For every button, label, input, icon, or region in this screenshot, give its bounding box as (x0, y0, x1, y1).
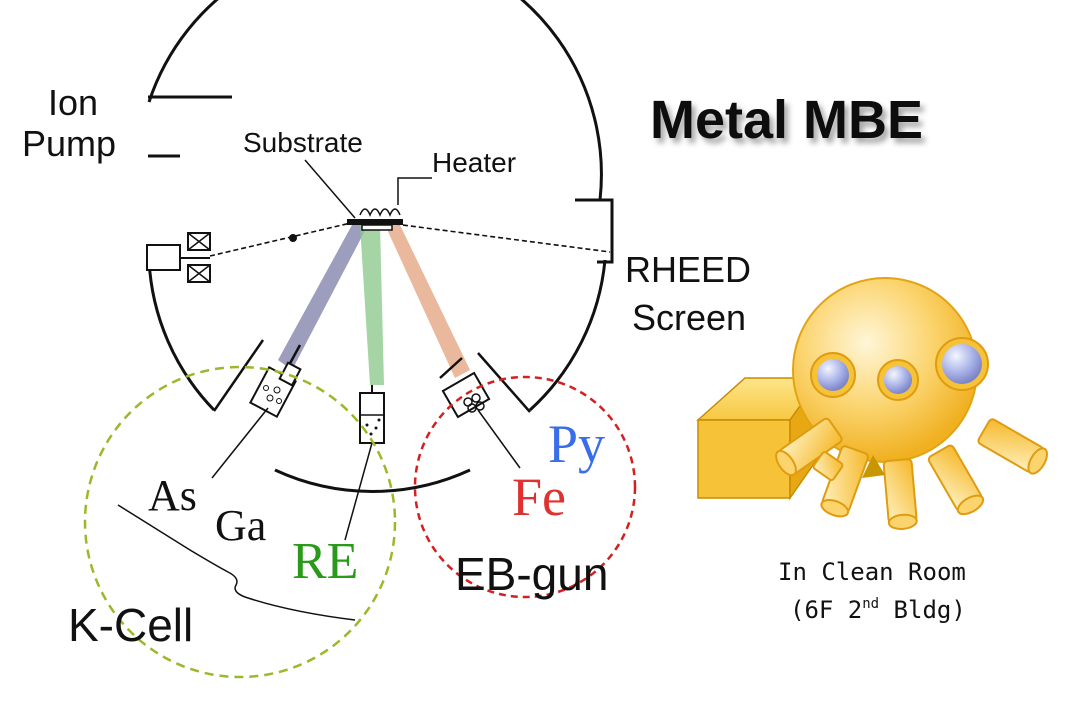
rheed-label-line2: Screen (632, 297, 746, 338)
shutter-arrow (862, 455, 885, 478)
clean-room-line2-sup: nd (862, 596, 879, 612)
rheed-beam-incident (209, 221, 356, 257)
re-label: RE (292, 533, 358, 590)
clean-room-label-line1: In Clean Room (778, 558, 966, 586)
fe-label: Fe (512, 467, 566, 527)
heater-leader (397, 177, 432, 205)
as-label: As (148, 471, 197, 520)
mbe-chamber (117, 0, 614, 621)
substrate-leader (304, 159, 356, 219)
substrate (347, 219, 403, 225)
fe-leader (477, 409, 521, 469)
eb-gun-label: EB-gun (455, 548, 608, 600)
k-cell-label: K-Cell (68, 599, 193, 651)
clean-room-line2-pre: (6F 2 (790, 596, 862, 624)
ion-pump-label-line2: Pump (22, 123, 116, 164)
electron-gun (146, 232, 211, 283)
k-cell-circle (83, 365, 397, 679)
k-cell-re-port (359, 385, 385, 444)
substrate-holder (361, 224, 393, 231)
py-label: Py (548, 414, 605, 474)
clean-room-label-line2: (6F 2nd Bldg) (790, 596, 966, 624)
heater-label: Heater (432, 147, 516, 178)
rheed-label-line1: RHEED (625, 249, 751, 290)
heater-coil (359, 208, 401, 217)
rheed-beam-diffracted (394, 223, 611, 253)
ion-pump-label-line1: Ion (48, 82, 98, 123)
viewport-windows (810, 337, 989, 401)
beam-ga (278, 225, 368, 370)
rheed-port (575, 198, 614, 264)
beam-re (360, 225, 384, 385)
substrate-label: Substrate (243, 127, 363, 158)
chamber-bottom-arc (274, 468, 471, 493)
effusion-cell-arms (775, 417, 1048, 530)
beam-fe (385, 225, 470, 378)
re-leader (344, 442, 373, 541)
clean-room-line2-post: Bldg) (879, 596, 966, 624)
eb-gun-port (439, 352, 531, 419)
beam-dot (289, 234, 297, 242)
eb-gun-circle (413, 375, 637, 599)
mbe-system-illustration (696, 277, 1048, 530)
as-leader (211, 407, 269, 479)
k-cell-brace (117, 504, 356, 621)
page-title: Metal MBE (650, 90, 923, 150)
chamber-wall (147, 0, 607, 412)
ga-label: Ga (215, 501, 266, 550)
